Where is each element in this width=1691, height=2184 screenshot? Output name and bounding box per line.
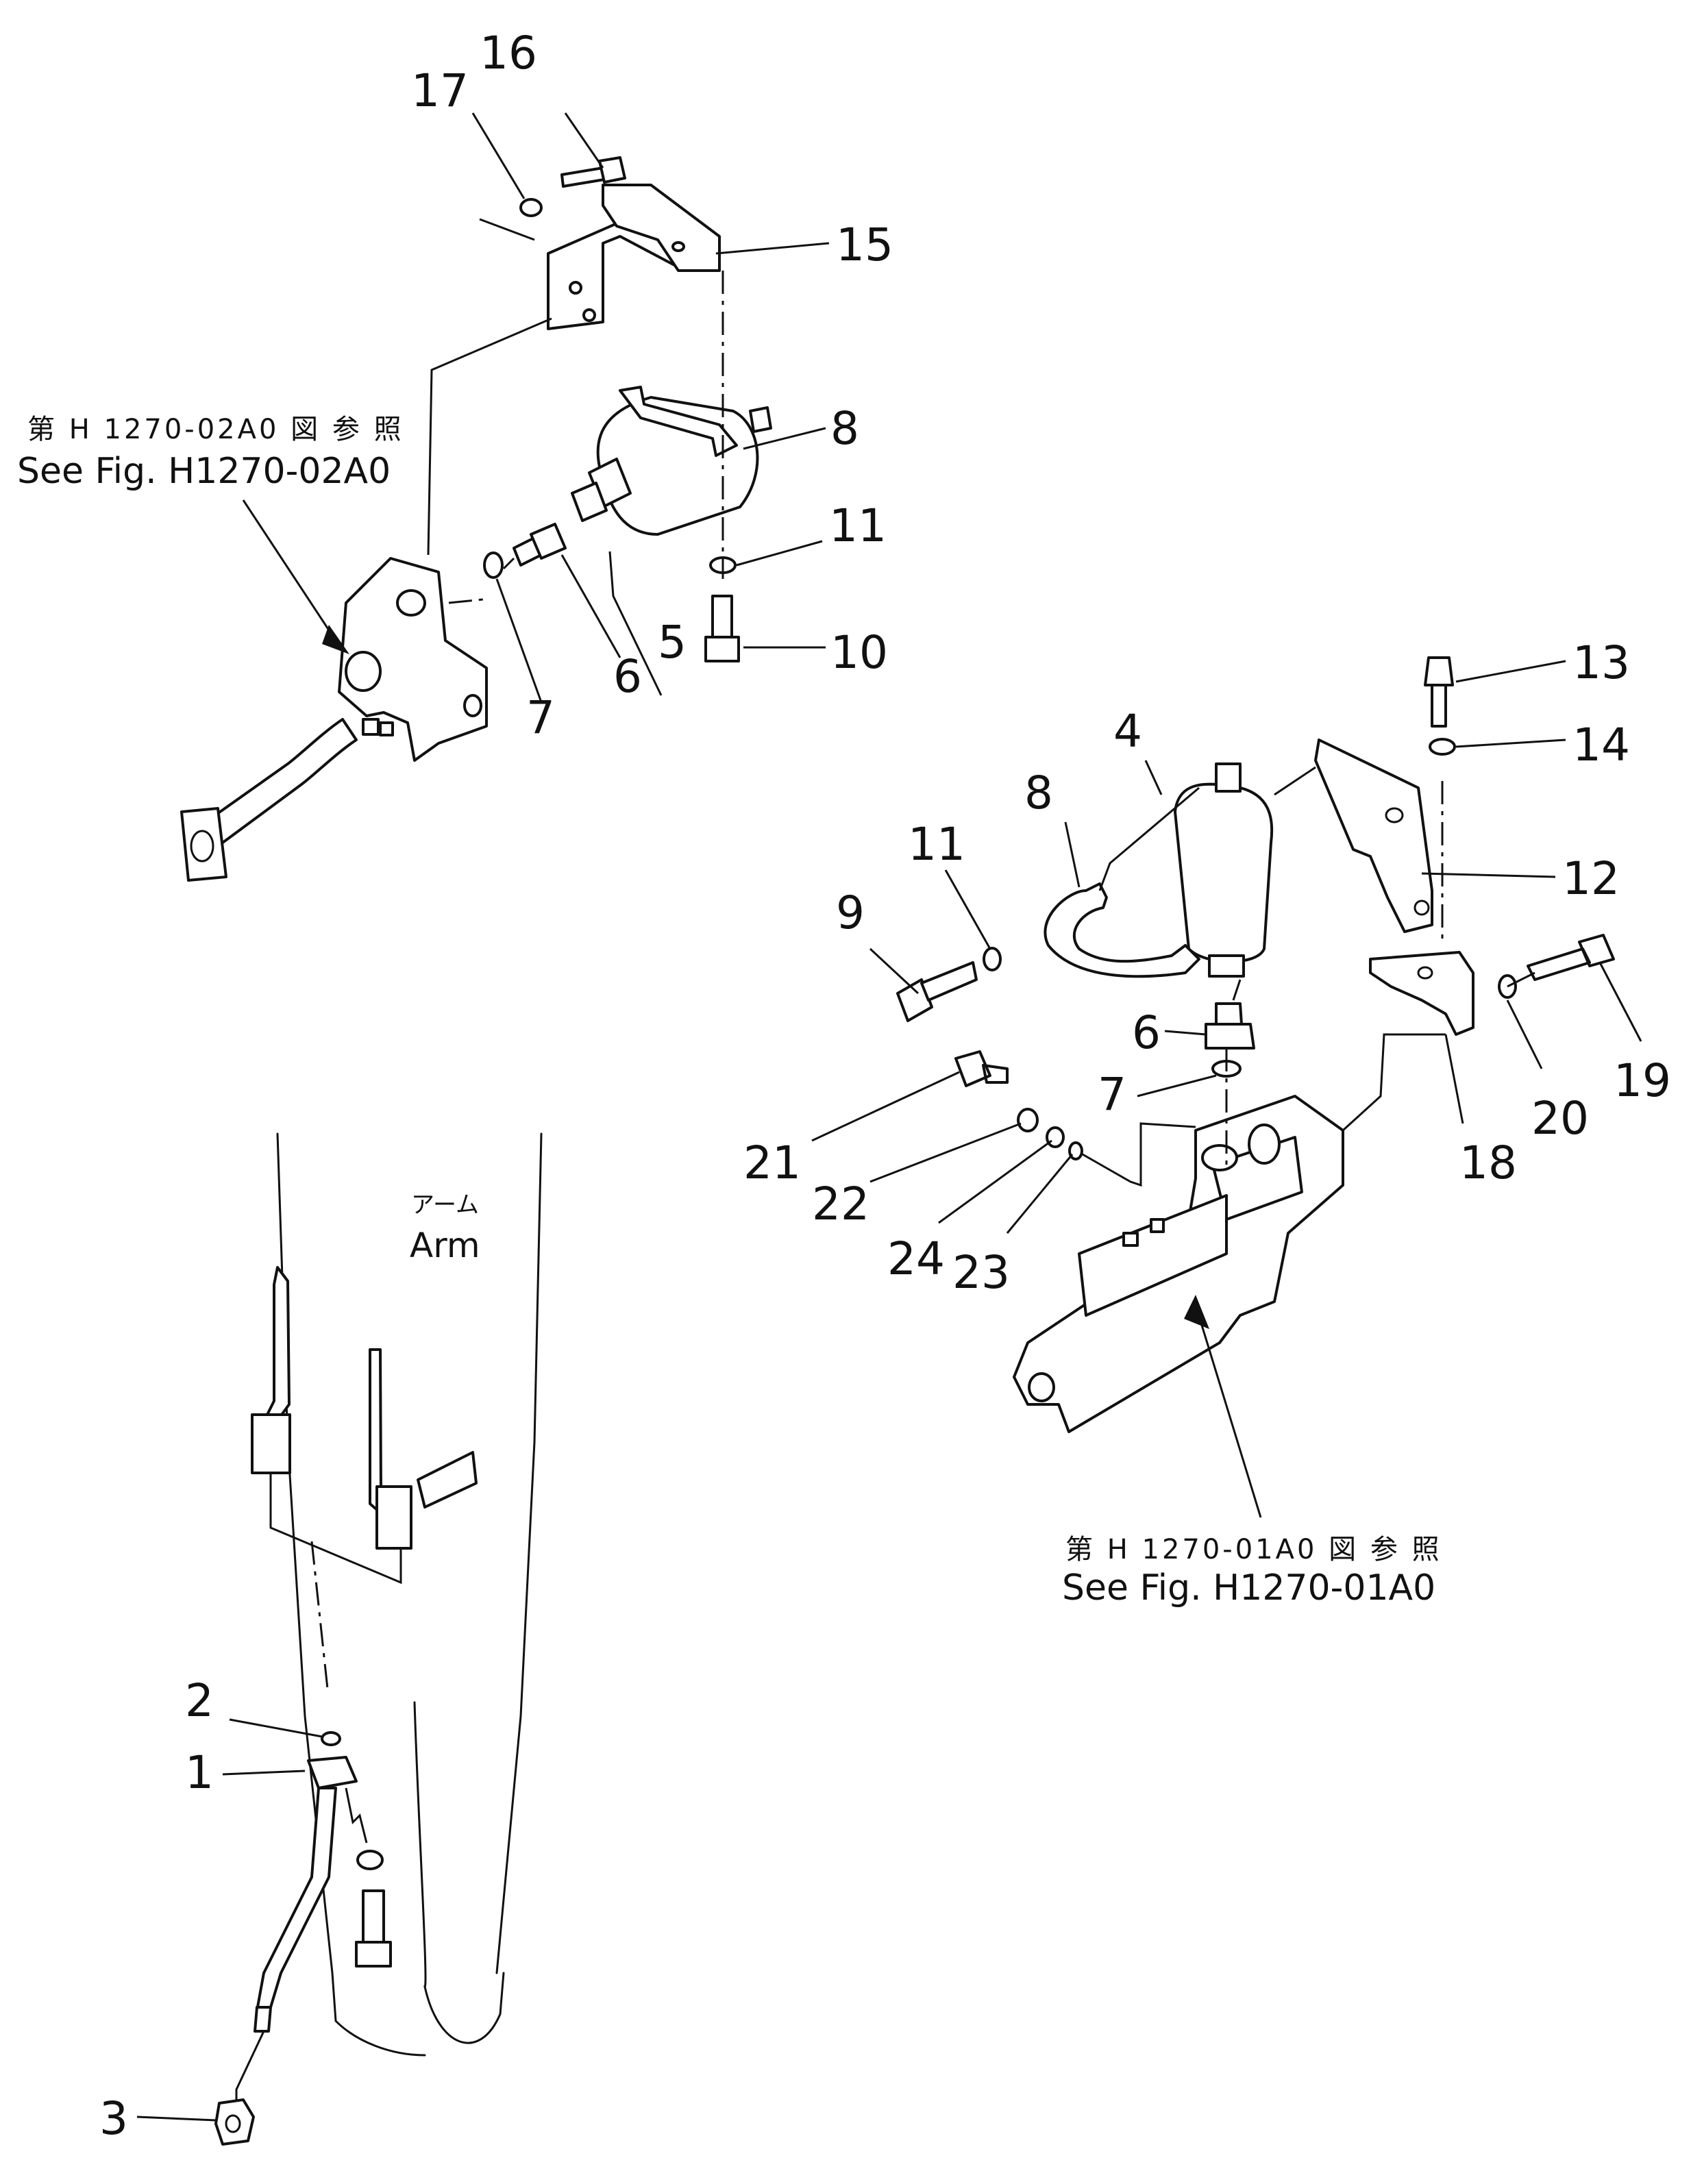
reference-bottom-right-en: See Fig. H1270-01A0 — [1062, 1567, 1435, 1609]
seal-24 — [1046, 1126, 1065, 1148]
washer-14 — [1429, 738, 1456, 756]
callout-11-right: 11 — [908, 818, 965, 871]
callout-24: 24 — [887, 1232, 945, 1285]
clamp-8-right — [1044, 882, 1200, 978]
callout-6-top: 6 — [613, 650, 642, 703]
bolt-arm — [355, 1889, 392, 1968]
pipe-block-right — [375, 1485, 412, 1550]
accumulator-4 — [1174, 762, 1274, 978]
washer-17 — [519, 198, 543, 217]
reference-top-left-en: See Fig. H1270-02A0 — [17, 451, 391, 492]
bolt-10 — [704, 595, 740, 662]
valve-block — [338, 557, 488, 762]
bolt-13 — [1424, 656, 1454, 728]
arm-label: アーム Arm — [410, 1191, 480, 1265]
arrowhead-bottom-right — [1184, 1295, 1209, 1329]
fitting-6-right — [1205, 1002, 1255, 1050]
pipe-block-left — [251, 1413, 291, 1474]
callout-10: 10 — [830, 626, 888, 679]
nut-3 — [214, 2098, 255, 2146]
reference-top-left: 第 H 1270-02A0 図 参 照 See Fig. H1270-02A0 — [17, 414, 404, 492]
arm-label-jp: アーム — [411, 1191, 479, 1219]
callout-numbers: 16 17 15 8 11 10 5 6 7 13 14 12 4 8 11 9… — [99, 27, 1671, 2145]
bolt-19 — [1527, 934, 1615, 981]
callout-13: 13 — [1572, 636, 1630, 689]
pipe-top-left — [204, 718, 358, 844]
flange-1 — [307, 1756, 358, 1789]
callout-leaders — [136, 112, 1642, 2122]
callout-15: 15 — [836, 219, 893, 271]
callout-2: 2 — [185, 1674, 214, 1727]
reference-bottom-right-jp: 第 H 1270-01A0 図 参 照 — [1065, 1534, 1442, 1565]
callout-5: 5 — [658, 616, 687, 669]
valve-housing — [1013, 1095, 1344, 1433]
top-left-assembly — [180, 156, 772, 882]
bracket-15 — [547, 184, 721, 330]
callout-22: 22 — [812, 1178, 869, 1230]
callout-7-top: 7 — [526, 691, 555, 744]
bolt-16 — [560, 156, 626, 188]
callout-11-top: 11 — [829, 499, 887, 552]
reference-bottom-right: 第 H 1270-01A0 図 参 照 See Fig. H1270-01A0 — [1062, 1534, 1442, 1609]
callout-7-right: 7 — [1098, 1068, 1126, 1121]
arrowhead-top-left — [322, 625, 349, 654]
callout-17: 17 — [411, 64, 469, 117]
washer-11-right — [983, 947, 1002, 971]
arm-assembly — [214, 1132, 543, 2146]
callout-8-top: 8 — [830, 402, 859, 455]
snap-ring — [356, 1850, 384, 1870]
callout-23: 23 — [952, 1246, 1010, 1299]
seal-22 — [1017, 1108, 1039, 1132]
right-assembly — [896, 656, 1615, 1433]
plug-21 — [954, 1050, 1009, 1087]
reference-top-left-jp: 第 H 1270-02A0 図 参 照 — [27, 414, 404, 445]
oring-2 — [321, 1731, 341, 1746]
clamp-8-top — [619, 386, 738, 457]
callout-21: 21 — [743, 1137, 801, 1189]
callout-6-right: 6 — [1132, 1006, 1161, 1059]
callout-12: 12 — [1562, 852, 1620, 905]
callout-20: 20 — [1531, 1092, 1589, 1145]
callout-9: 9 — [836, 886, 865, 939]
callout-1: 1 — [185, 1746, 214, 1799]
callout-16: 16 — [480, 27, 537, 79]
fitting-6-top — [513, 523, 567, 567]
oring-7-top — [483, 551, 504, 579]
callout-19: 19 — [1614, 1054, 1671, 1107]
bracket-18 — [1369, 951, 1474, 1036]
callout-8-right: 8 — [1024, 767, 1053, 819]
callout-18: 18 — [1459, 1137, 1517, 1189]
bolt-9 — [896, 961, 978, 1022]
arm-label-en: Arm — [410, 1226, 480, 1265]
callout-4: 4 — [1113, 705, 1142, 758]
bracket-12 — [1314, 739, 1433, 933]
callout-3: 3 — [99, 2092, 128, 2145]
pipe-flange — [180, 807, 227, 882]
callout-14: 14 — [1572, 719, 1630, 771]
